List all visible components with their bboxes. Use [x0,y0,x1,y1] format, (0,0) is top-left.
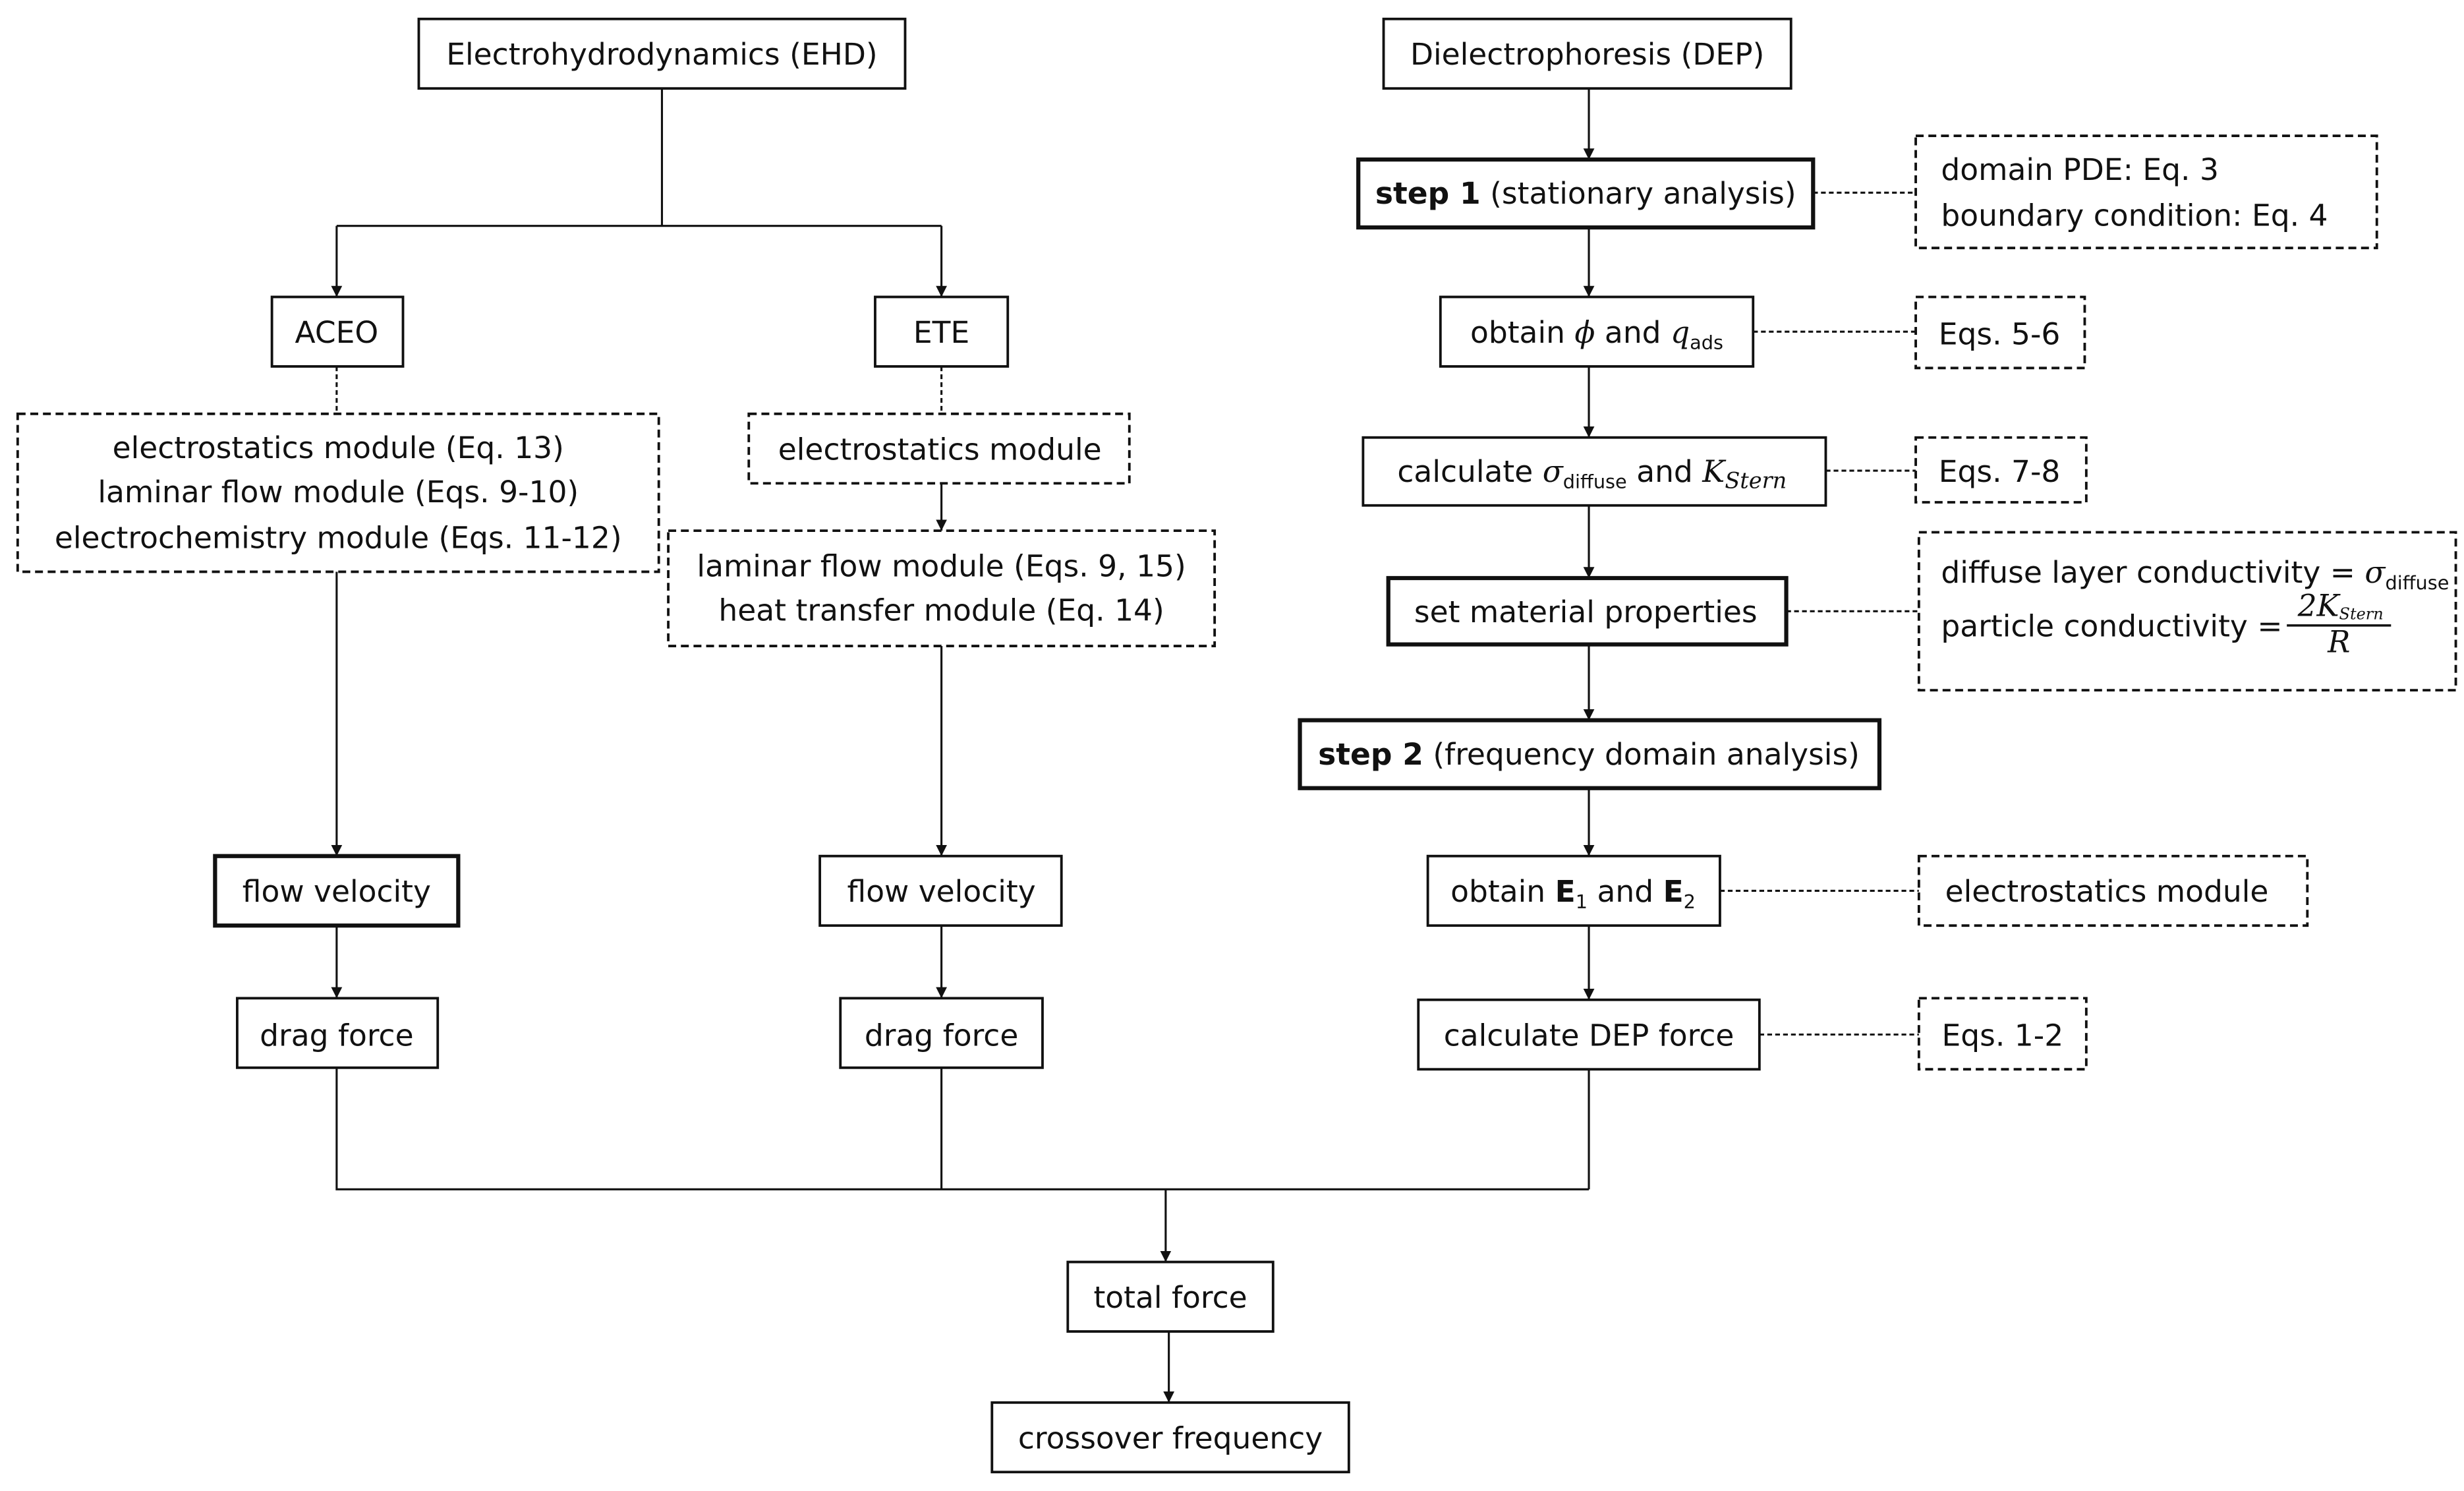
step1-box: step 1 (stationary analysis) [1356,157,1816,230]
svg-text:Dielectrophoresis (DEP): Dielectrophoresis (DEP) [1410,37,1764,72]
obtain-e-box: obtain E1 and E2 [1426,854,1721,927]
eqs56-box: Eqs. 5-6 [1914,295,2086,370]
flow-velocity-aceo: flow velocity [213,854,461,928]
ete-box: ETE [874,295,1010,368]
electrostatics-note-box: electrostatics module [1917,854,2309,927]
set-material-box: set material properties [1386,575,1789,647]
svg-text:obtain E1 and E2: obtain E1 and E2 [1450,874,1696,913]
dep-box: Dielectrophoresis (DEP) [1382,17,1792,90]
svg-text:2KStern: 2KStern [2297,589,2384,624]
svg-text:calculate σdiffuse and KStern: calculate σdiffuse and KStern [1397,454,1787,494]
calc-dep-box: calculate DEP force [1417,998,1761,1071]
svg-text:heat transfer module (Eq. 14): heat transfer module (Eq. 14) [718,593,1164,628]
svg-text:ACEO: ACEO [295,315,379,350]
ete-modules-box: laminar flow module (Eqs. 9, 15) heat tr… [667,529,1217,647]
step2-box: step 2 (frequency domain analysis) [1298,718,1882,790]
flow-velocity-ete: flow velocity [818,854,1063,927]
svg-text:laminar flow module (Eqs. 9, 1: laminar flow module (Eqs. 9, 15) [697,549,1186,584]
svg-text:calculate DEP force: calculate DEP force [1444,1018,1734,1053]
svg-text:set material properties: set material properties [1414,595,1758,629]
drag-force-aceo: drag force [235,997,440,1069]
svg-text:electrochemistry module (Eqs.: electrochemistry module (Eqs. 11-12) [55,520,622,555]
svg-text:Eqs. 5-6: Eqs. 5-6 [1939,316,2061,351]
ehd-box: Electrohydrodynamics (EHD) [417,17,907,90]
svg-text:electrostatics module (Eq. 13): electrostatics module (Eq. 13) [113,430,564,465]
svg-text:Eqs. 1-2: Eqs. 1-2 [1942,1018,2064,1053]
svg-text:total force: total force [1093,1280,1247,1315]
svg-text:domain PDE: Eq. 3: domain PDE: Eq. 3 [1941,152,2219,187]
svg-text:drag force: drag force [260,1018,413,1053]
material-note-box: diffuse layer conductivity = σdiffuse pa… [1917,531,2457,692]
svg-text:Electrohydrodynamics (EHD): Electrohydrodynamics (EHD) [446,37,877,72]
svg-text:laminar flow module (Eqs. 9-10: laminar flow module (Eqs. 9-10) [98,475,579,510]
step1-note-box: domain PDE: Eq. 3 boundary condition: Eq… [1914,134,2378,250]
svg-text:Eqs. 7-8: Eqs. 7-8 [1939,454,2061,489]
eqs78-box: Eqs. 7-8 [1914,436,2088,504]
svg-text:R: R [2327,625,2350,660]
eqs12-box: Eqs. 1-2 [1917,997,2088,1071]
svg-text:flow velocity: flow velocity [847,874,1036,909]
total-force-box: total force [1066,1260,1275,1333]
svg-text:ETE: ETE [913,315,969,350]
svg-text:electrostatics module: electrostatics module [778,432,1102,467]
aceo-modules-box: electrostatics module (Eq. 13) laminar f… [16,412,660,573]
aceo-box: ACEO [270,295,405,368]
obtain-phi-box: obtain ϕ and qads [1439,295,1755,368]
svg-text:drag force: drag force [865,1018,1018,1053]
svg-text:obtain ϕ and qads: obtain ϕ and qads [1470,315,1723,354]
crossover-frequency-box: crossover frequency [990,1401,1350,1474]
svg-text:electrostatics module: electrostatics module [1945,874,2269,909]
calc-sigma-box: calculate σdiffuse and KStern [1361,436,1827,507]
svg-text:crossover frequency: crossover frequency [1018,1420,1323,1455]
ete-electrostatics-box: electrostatics module [747,412,1131,485]
svg-text:step 2 (frequency domain analy: step 2 (frequency domain analysis) [1318,737,1860,772]
svg-text:step 1 (stationary analysis): step 1 (stationary analysis) [1375,176,1796,211]
svg-text:boundary condition: Eq. 4: boundary condition: Eq. 4 [1941,198,2328,233]
svg-text:flow velocity: flow velocity [243,874,431,909]
drag-force-ete: drag force [839,997,1044,1069]
svg-text:diffuse layer conductivity = σ: diffuse layer conductivity = σdiffuse [1941,555,2449,594]
svg-text:particle conductivity =: particle conductivity = [1941,609,2282,644]
